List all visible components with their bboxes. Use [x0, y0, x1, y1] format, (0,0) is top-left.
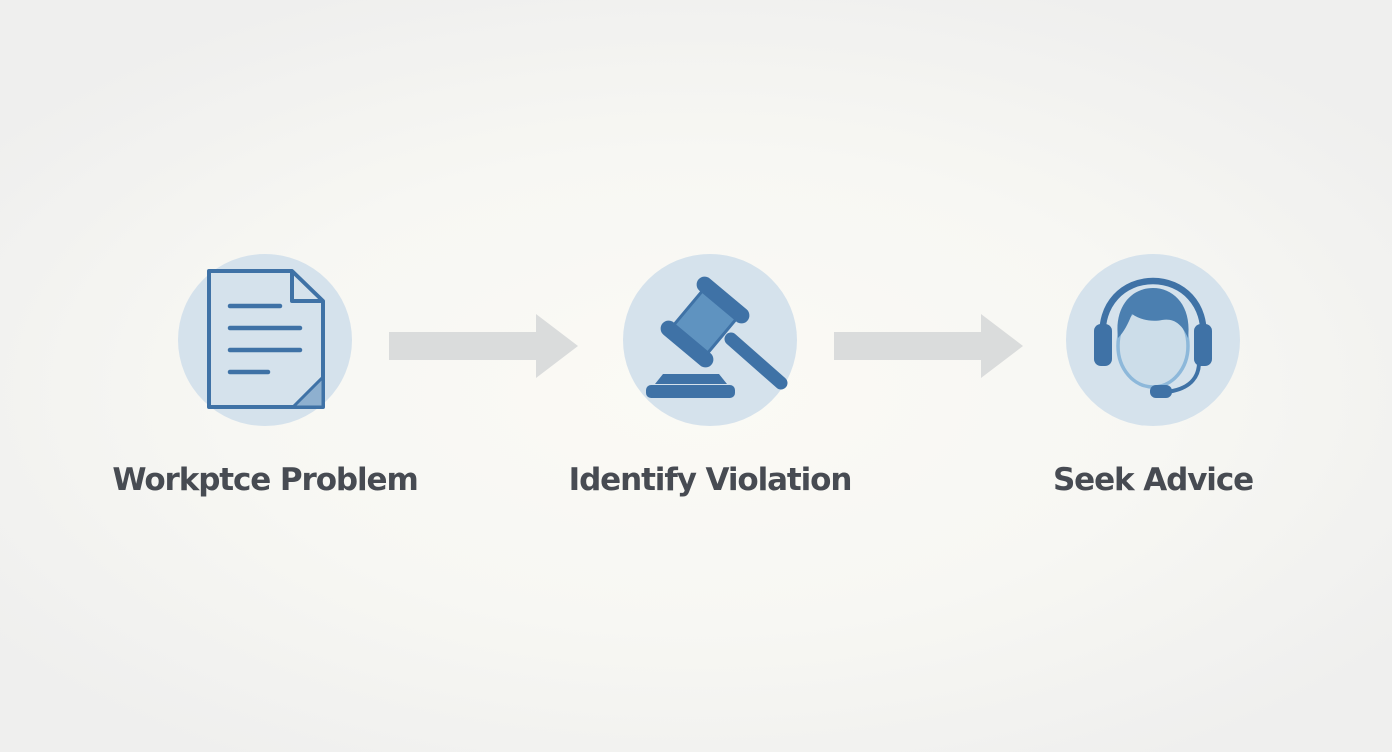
gavel-icon [646, 276, 788, 398]
step-icon-circle [178, 254, 352, 426]
step-icon-circle [623, 254, 797, 426]
step-label: Identify Violation [568, 462, 853, 498]
arrow-right-icon [389, 314, 578, 378]
arrow-right-icon [834, 314, 1023, 378]
headset-person-icon [1094, 277, 1212, 398]
document-icon [207, 269, 325, 409]
step-icon-circle [1066, 254, 1240, 426]
step-label: Workptce Problem [112, 462, 418, 498]
step-label: Seek Advice [1052, 462, 1254, 498]
